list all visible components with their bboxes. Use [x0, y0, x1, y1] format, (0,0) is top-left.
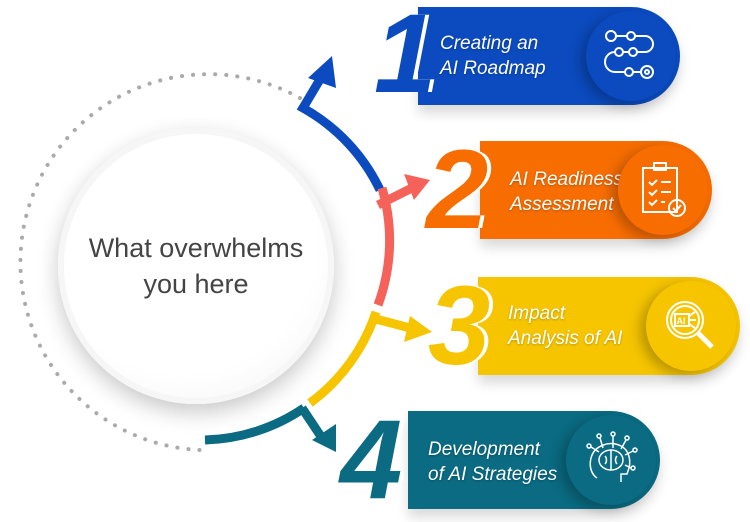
blue-arc: [296, 73, 385, 192]
step-4-number: 4: [340, 397, 403, 522]
teal-arc: [204, 404, 307, 445]
red-branch: [375, 183, 415, 210]
yellow-arc: [307, 310, 381, 407]
teal-branch: [298, 405, 326, 441]
teal-arrowhead: [312, 424, 336, 452]
red-arrowhead: [404, 174, 430, 200]
step-2-number: 2: [426, 127, 489, 252]
step-3-number: 3: [428, 263, 491, 388]
ai-brain-head-icon: [566, 415, 656, 505]
step-1-number: 1: [374, 0, 437, 116]
blue-arrowhead: [308, 56, 336, 88]
roadmap-icon: [586, 11, 676, 101]
clipboard-check-icon: [618, 145, 708, 235]
center-text: What overwhelms you here: [88, 233, 304, 299]
yellow-arrowhead: [404, 316, 432, 342]
ai-magnifier-icon: AI: [646, 281, 736, 371]
center-circle: What overwhelms you here: [58, 128, 334, 404]
yellow-branch: [370, 313, 412, 333]
svg-text:AI: AI: [677, 316, 686, 326]
